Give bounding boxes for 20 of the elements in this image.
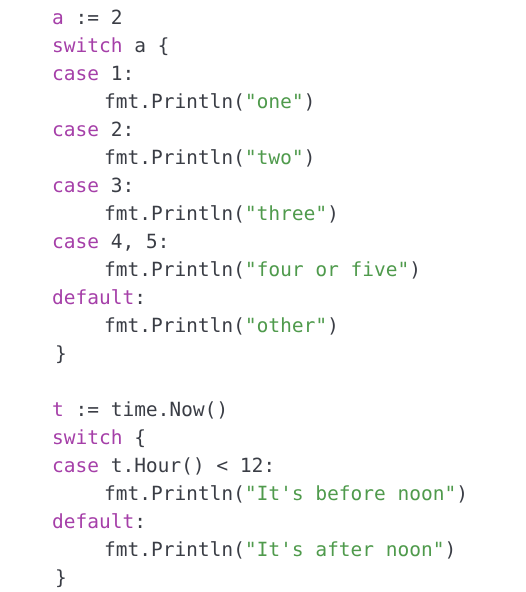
code-line: default:	[52, 510, 146, 534]
code-line: t := time.Now()	[52, 398, 228, 422]
code-line: a := 2	[52, 6, 122, 30]
code-line: fmt.Println("It's after noon")	[104, 538, 456, 562]
code-line: case t.Hour() < 12:	[52, 454, 276, 478]
code-line: switch a {	[52, 34, 170, 58]
code-line: fmt.Println("two")	[104, 146, 316, 170]
code-line: fmt.Println("four or five")	[104, 258, 422, 282]
code-line: default:	[52, 286, 146, 310]
code-line: case 2:	[52, 118, 134, 142]
code-line: fmt.Println("one")	[104, 90, 316, 114]
code-line: }	[55, 566, 67, 590]
code-line: switch {	[52, 426, 146, 450]
code-line: }	[55, 342, 67, 366]
code-line: fmt.Println("other")	[104, 314, 339, 338]
code-line: case 1:	[52, 62, 134, 86]
code-line: fmt.Println("It's before noon")	[104, 482, 468, 506]
code-line: fmt.Println("three")	[104, 202, 339, 226]
code-line: case 3:	[52, 174, 134, 198]
code-line: case 4, 5:	[52, 230, 170, 254]
